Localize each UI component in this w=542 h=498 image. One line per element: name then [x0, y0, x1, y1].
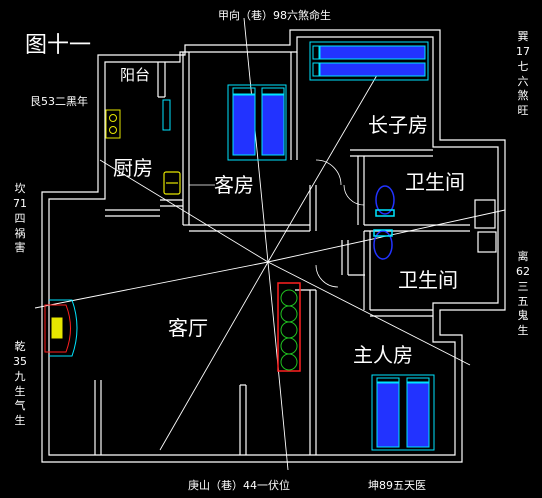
room-label-guest-room: 客房 [214, 173, 254, 197]
compass-bottom-left-label: 庚山（巷）44一伏位 [188, 479, 290, 492]
master-beds [371, 374, 435, 451]
walls [41, 29, 506, 463]
compass-bottom-right-label: 坤89五天医 [368, 479, 426, 492]
figure-title: 图十一 [25, 33, 92, 58]
toilets [373, 185, 395, 260]
doors [189, 159, 365, 288]
compass-right-mid-label: 离62三五鬼生 [516, 250, 530, 338]
compass-right-top-label: 巽17七六煞旺 [516, 30, 530, 118]
stove [105, 109, 121, 139]
sink [163, 171, 181, 195]
period-note: 艮53二黑年 [30, 95, 88, 108]
tv-unit [44, 299, 78, 357]
room-label-balcony: 阳台 [120, 66, 151, 84]
compass-top-label: 甲向（巷）98六煞命生 [218, 9, 331, 22]
room-label-bathroom-1: 卫生间 [405, 170, 465, 194]
room-label-living-room: 客厅 [168, 316, 208, 340]
guest-room-beds [227, 84, 287, 161]
outer-wall [41, 29, 506, 463]
room-label-master-bedroom: 主人房 [353, 343, 413, 367]
compass-left-top-label: 坎71四祸害 [13, 182, 27, 255]
room-label-eldest-son-room: 长子房 [368, 113, 428, 137]
planter [277, 282, 301, 372]
compass-left-mid-label: 乾35九生气生 [13, 340, 27, 428]
eldest-son-beds [309, 41, 429, 81]
direction-lines [34, 17, 506, 471]
room-label-kitchen: 厨房 [113, 156, 153, 180]
room-label-bathroom-2: 卫生间 [398, 268, 458, 292]
inner-wall [48, 36, 499, 456]
